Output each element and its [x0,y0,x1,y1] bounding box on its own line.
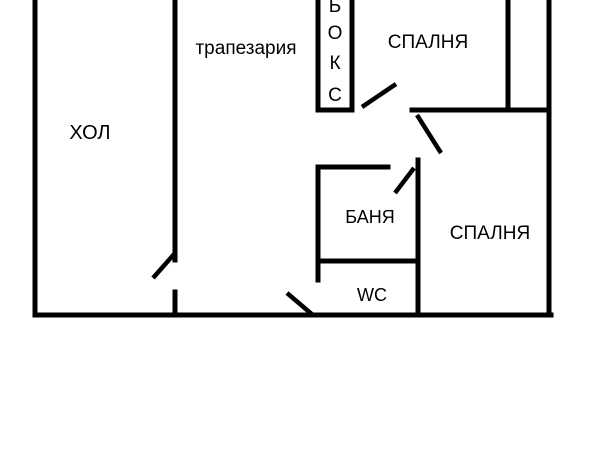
room-label-bedroom-top: СПАЛНЯ [388,32,468,53]
room-label-hall: ХОЛ [69,122,110,144]
door-bedroom-top [360,82,398,109]
door-wc [285,291,316,318]
box-closet-walls [315,0,355,113]
outer-walls [32,0,554,318]
doors [151,82,443,318]
box-label-letter: О [328,23,343,44]
room-label-bathroom: БАНЯ [345,207,394,227]
box-label-letter: С [328,85,342,106]
door-hall [151,250,178,280]
box-label-letter: Б [329,0,341,17]
box-label-letter: К [329,53,340,74]
box-label: Б О К С [328,0,343,106]
room-label-bedroom-right: СПАЛНЯ [450,223,530,244]
room-label-dining: трапезария [195,38,296,59]
door-bathroom [393,166,416,195]
room-labels: ХОЛ трапезария СПАЛНЯ СПАЛНЯ БАНЯ WC [69,32,530,305]
bath-wc-walls [315,157,421,318]
door-bedroom-right [415,113,443,155]
room-label-wc: WC [357,285,387,305]
bedroom-top-walls [409,0,552,113]
